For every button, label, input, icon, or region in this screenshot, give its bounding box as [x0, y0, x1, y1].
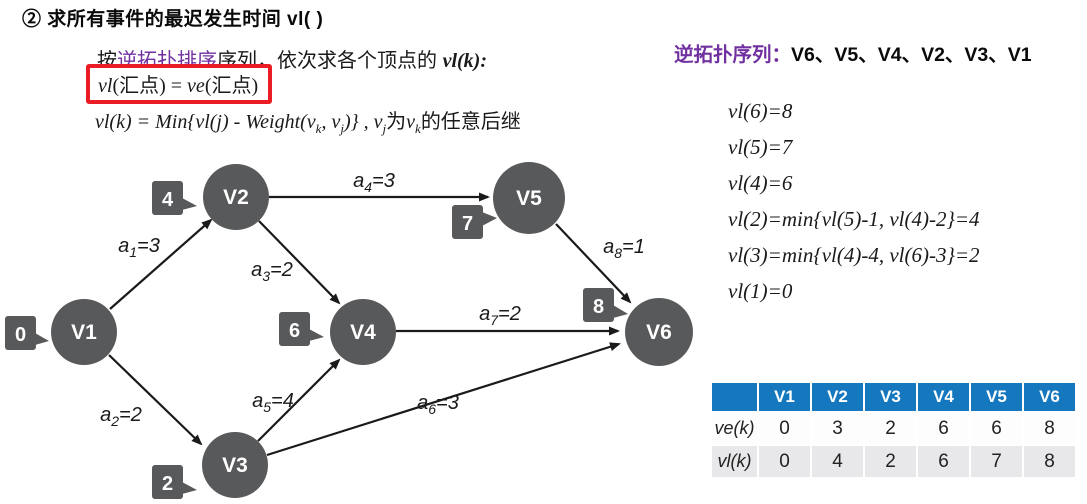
svg-text:6: 6 [289, 320, 300, 342]
table-cell: 8 [1024, 413, 1075, 444]
edge-a3-v2-v4 [258, 220, 341, 305]
edge-label-a3: a3=2 [251, 259, 293, 284]
boxed-sink2: (汇点) [204, 75, 259, 97]
table-header-v1: V1 [759, 383, 810, 411]
equation-line: vl(1)=0 [728, 279, 793, 303]
formula-sub: k [315, 121, 322, 136]
edge-group [108, 192, 632, 457]
edge-label-a2: a2=2 [100, 404, 142, 429]
node-v3 [202, 432, 268, 498]
formula-sub: k [415, 121, 421, 136]
formula-sub: j [382, 121, 387, 136]
ve-vl-table: V1 V2 V3 V4 V5 V6 ve(k) 0 3 2 6 6 8 vl(k… [710, 381, 1077, 479]
edge-label-a1: a1=3 [118, 235, 160, 260]
edge-a2-v1-v3 [108, 354, 203, 446]
row-label-ve: ve(k) [712, 413, 757, 444]
node-v3-label: V3 [222, 454, 248, 477]
node-v2 [203, 164, 269, 230]
table-header-row: V1 V2 V3 V4 V5 V6 [712, 383, 1075, 411]
formula-part: v [406, 111, 416, 133]
edge-label-a8: a8=1 [603, 236, 645, 261]
table-cell: 4 [812, 446, 863, 477]
boxed-vl: vl [98, 75, 113, 97]
vl-badge-v5: 7 [452, 205, 497, 239]
vl-badge-v4: 6 [279, 312, 324, 346]
vl-badge-v3: 2 [152, 465, 197, 499]
table-header-v3: V3 [865, 383, 916, 411]
table-cell: 0 [759, 413, 810, 444]
boxed-formula: vl(汇点) = ve(汇点) [86, 64, 273, 104]
node-v5 [493, 162, 565, 234]
table-cell: 2 [865, 446, 916, 477]
table-cell: 6 [918, 413, 969, 444]
boxed-ve: ve [187, 75, 205, 97]
formula-cjk: 的任意后继 [420, 111, 521, 133]
table-cell: 8 [1024, 446, 1075, 477]
vl-badge-v2: 4 [152, 181, 197, 215]
edge-a8-v5-v6 [555, 223, 632, 304]
node-v1 [51, 299, 117, 365]
table-header-v6: V6 [1024, 383, 1075, 411]
table-row-ve: ve(k) 0 3 2 6 6 8 [712, 413, 1075, 444]
vl-badge-v6: 8 [583, 288, 628, 322]
page-title: ② 求所有事件的最迟发生时间 vl( ) [22, 9, 324, 30]
node-v5-label: V5 [516, 187, 542, 210]
edge-label-a4: a4=3 [353, 170, 395, 195]
svg-text:8: 8 [593, 296, 604, 318]
node-v2-label: V2 [223, 186, 249, 209]
edge-label-a6: a6=3 [417, 392, 459, 417]
edge-label-a7: a7=2 [479, 303, 521, 328]
table-cell: 2 [865, 413, 916, 444]
intro-math: vl(k): [442, 50, 487, 72]
edge-a6-v3-v6 [266, 342, 621, 457]
equation-line: vl(5)=7 [728, 135, 793, 159]
badge-group: 0 4 2 6 7 [5, 181, 628, 499]
svg-text:0: 0 [15, 324, 26, 346]
table-header-v4: V4 [918, 383, 969, 411]
equation-line: vl(3)=min{vl(4)-4, vl(6)-3}=2 [728, 243, 980, 267]
formula-part: , v [321, 111, 341, 133]
equation-line: vl(2)=min{vl(5)-1, vl(4)-2}=4 [728, 207, 980, 231]
topo-value: V6、V5、V4、V2、V3、V1 [791, 44, 1032, 66]
node-v4 [330, 299, 396, 365]
formula-cjk: 为 [386, 111, 407, 133]
table-cell: 3 [812, 413, 863, 444]
table-header-v5: V5 [971, 383, 1022, 411]
node-v4-label: V4 [350, 321, 376, 344]
table-cell: 6 [971, 413, 1022, 444]
topo-order-line: 逆拓扑序列：V6、V5、V4、V2、V3、V1 [674, 38, 1032, 67]
svg-text:7: 7 [462, 213, 473, 235]
table-cell: 6 [918, 446, 969, 477]
aoe-network-diagram: a1=3 a2=2 a3=2 a4=3 a5=4 a6=3 a7=2 a8=1 … [5, 162, 693, 499]
table-row-vl: vl(k) 0 4 2 6 7 8 [712, 446, 1075, 477]
table-cell: 7 [971, 446, 1022, 477]
edge-label-a5: a5=4 [252, 390, 294, 415]
topo-label: 逆拓扑序列： [674, 44, 792, 66]
formula-part: vl(k) = Min{vl(j) - Weight(v [95, 111, 316, 133]
formula-sub: j [340, 121, 344, 136]
node-v6 [625, 298, 693, 366]
boxed-eq: = [165, 75, 188, 97]
boxed-sink1: (汇点) [112, 75, 166, 97]
node-v6-label: V6 [646, 321, 672, 344]
edge-a5-v3-v4 [257, 358, 341, 442]
edge-a1-v1-v2 [109, 218, 213, 310]
svg-text:2: 2 [162, 473, 173, 495]
general-formula: vl(k) = Min{vl(j) - Weight(vk, vj)} , vj… [95, 105, 521, 137]
formula-part: )} , v [343, 111, 383, 133]
table-header-empty [712, 383, 757, 411]
row-label-vl: vl(k) [712, 446, 757, 477]
table-cell: 0 [759, 446, 810, 477]
node-v1-label: V1 [71, 321, 97, 344]
edge-label-group: a1=3 a2=2 a3=2 a4=3 a5=4 a6=3 a7=2 a8=1 [100, 170, 645, 429]
vl-equations: vl(6)=8 vl(5)=7 vl(4)=6 vl(2)=min{vl(5)-… [728, 93, 980, 309]
equation-line: vl(6)=8 [728, 99, 793, 123]
svg-text:4: 4 [162, 189, 174, 211]
vl-badge-v1: 0 [5, 316, 49, 350]
table-header-v2: V2 [812, 383, 863, 411]
equation-line: vl(4)=6 [728, 171, 793, 195]
node-group: V1 V2 V3 V4 V5 V6 [51, 162, 693, 498]
